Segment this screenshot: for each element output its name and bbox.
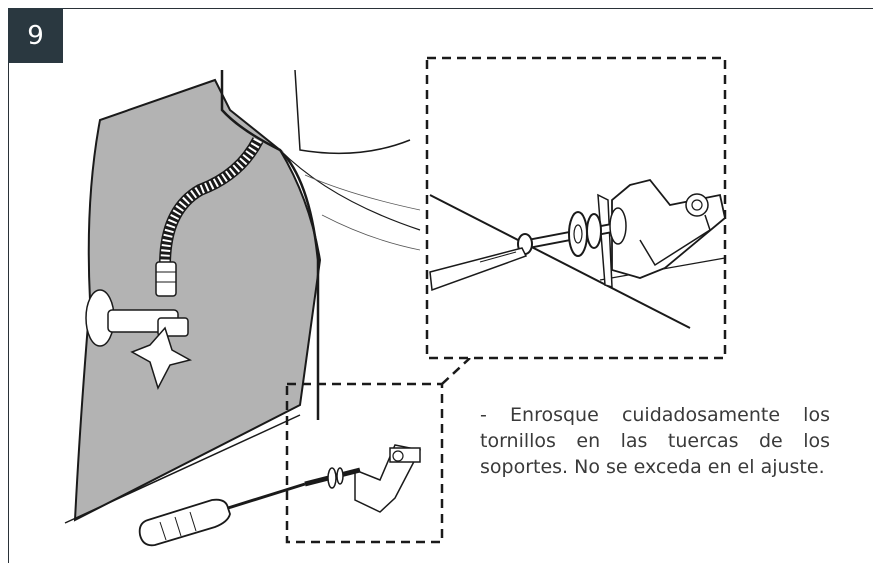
instruction-text: - Enrosque cuidadosamente los tornillos … — [480, 404, 830, 478]
detail-connector — [441, 357, 471, 385]
step-number-badge: 9 — [8, 8, 63, 63]
zoom-floor-line — [429, 194, 691, 329]
screwdriver-handle — [138, 498, 231, 547]
frame-left-border — [8, 8, 9, 563]
step-number: 9 — [27, 20, 44, 51]
floor-line — [64, 414, 301, 524]
screwdriver-shaft — [227, 482, 306, 510]
toilet-base-curve — [321, 214, 421, 251]
detail-box-small — [285, 382, 444, 544]
toilet-rim — [294, 69, 411, 155]
frame-top-border — [8, 8, 873, 9]
bracket-large — [597, 193, 613, 289]
toilet-bowl-curve — [279, 149, 421, 231]
wall-shape — [73, 78, 322, 522]
hose-nut — [155, 261, 177, 297]
instruction-text-block: - Enrosque cuidadosamente los tornillos … — [480, 402, 830, 480]
valve-handle — [130, 326, 193, 390]
toilet-inner-curve — [304, 174, 421, 211]
screwdriver-tip-large — [429, 247, 528, 292]
